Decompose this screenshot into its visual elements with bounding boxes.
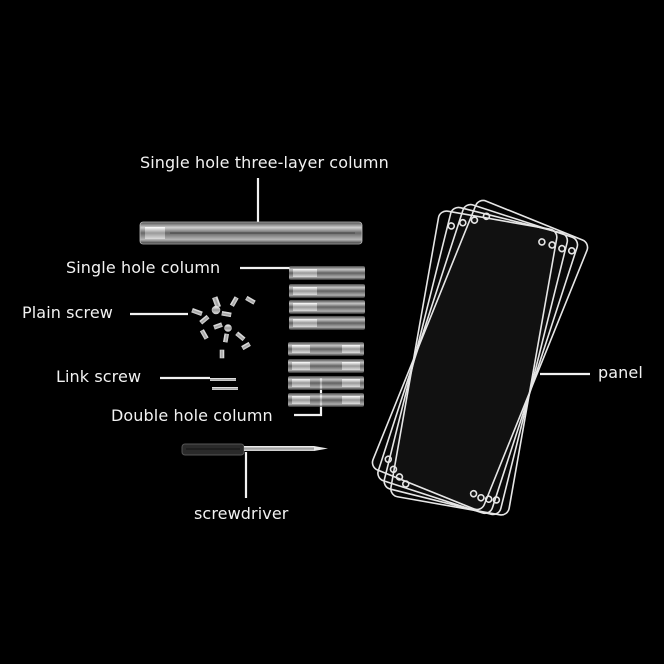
label-link-screw: Link screw [56,367,142,386]
single-hole-columns [289,266,365,330]
label-single-hole-column: Single hole column [66,258,221,277]
label-double-hole-column: Double hole column [111,406,273,425]
plain-screws [191,295,256,359]
screwdriver [181,443,328,456]
link-screws [210,378,238,390]
label-panel: panel [598,363,643,382]
double-hole-columns [288,342,364,407]
acrylic-panels [371,199,589,516]
label-three-layer-column: Single hole three-layer column [140,153,389,172]
three-layer-column [139,221,363,245]
leader-lines [130,178,590,498]
label-screwdriver: screwdriver [194,504,289,523]
label-plain-screw: Plain screw [22,303,113,322]
